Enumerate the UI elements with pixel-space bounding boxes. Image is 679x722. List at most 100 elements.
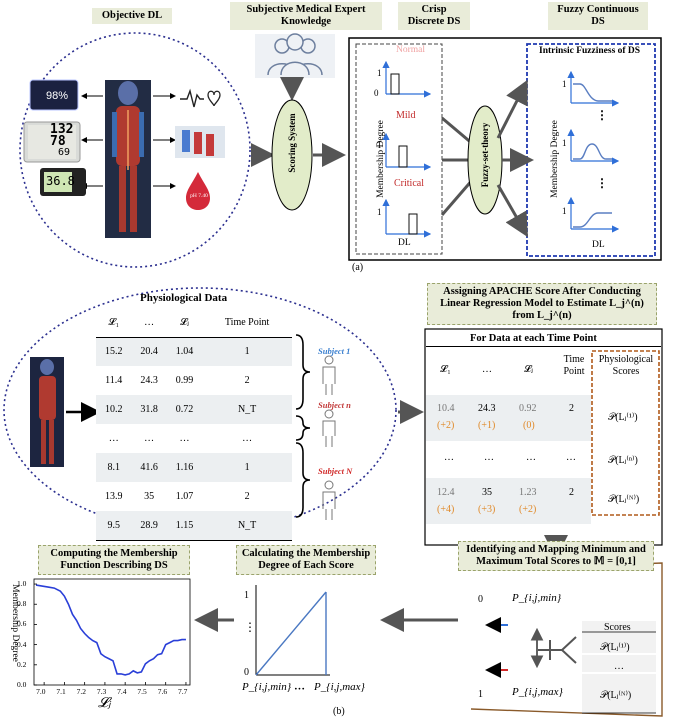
- phys-cell: 15.2: [96, 337, 132, 366]
- mapping-score: 𝒫(Lⱼ⁽ᴺ⁾): [600, 690, 632, 701]
- calc-x-min: P_{i,j,min}: [242, 681, 292, 693]
- phys-cell: 9.5: [96, 511, 132, 541]
- mapping-one: 1: [478, 689, 483, 700]
- mf-series-line: [35, 584, 186, 676]
- apache-header: Physiological Scores: [598, 354, 654, 377]
- mf-xtick-label: 7.0: [36, 687, 46, 696]
- apache-cell: 2: [569, 487, 574, 498]
- mapping-p-max: P_{i,j,max}: [512, 686, 563, 698]
- calc-one: 1: [244, 590, 249, 601]
- objective-dl-label: Objective DL: [92, 8, 172, 24]
- panel-b-graphics: [3, 287, 663, 717]
- phys-cell: 41.6: [131, 453, 167, 482]
- apache-cell: 𝒫(Lⱼ⁽ᴺ⁾): [608, 494, 640, 505]
- apache-cell: …: [444, 452, 454, 463]
- mf-ytick-label: 0.0: [17, 680, 27, 689]
- subject-N-icon: [322, 480, 336, 520]
- calc-x-dots: ···: [294, 683, 306, 695]
- phys-cell: 0.72: [166, 395, 203, 424]
- apache-cell: …: [526, 452, 536, 463]
- mf-xtick-label: 7.5: [137, 687, 147, 696]
- phys-header: 𝓛ⱼ: [166, 308, 203, 338]
- fuzzy-plot-critical: [567, 196, 620, 233]
- fuzzy-ds-box: [526, 43, 656, 257]
- crisp-mild-one: 1: [377, 140, 382, 150]
- fuzzy-ylabel: Membership Degree: [550, 120, 560, 198]
- phys-cell: N_T: [202, 395, 292, 424]
- apache-header: Time Point: [563, 354, 585, 377]
- mapping-title: Identifying and Mapping Minimum and Maxi…: [458, 541, 654, 571]
- mapping-score: 𝒫(Lⱼ⁽¹⁾): [600, 642, 630, 653]
- phys-cell: …: [166, 424, 203, 453]
- panel-a-graphics: [19, 32, 662, 268]
- phys-cell: 8.1: [96, 453, 132, 482]
- apache-score: (0): [523, 420, 535, 431]
- mf-title: Computing the Membership Function Descri…: [38, 545, 190, 575]
- calc-title: Calculating the Membership Degree of Eac…: [236, 545, 376, 575]
- mapping-score: …: [614, 661, 624, 672]
- fuzzy-plot-normal: [567, 70, 620, 107]
- mapping-scores-table: [582, 621, 656, 713]
- crisp-ylabel: Membership Degree: [376, 120, 386, 198]
- mf-ytick-label: 0.6: [17, 619, 27, 629]
- phys-cell: 13.9: [96, 482, 132, 511]
- apache-cell: 35: [482, 487, 492, 498]
- phys-cell: …: [131, 424, 167, 453]
- apache-cell: …: [484, 452, 494, 463]
- phys-cell: 1.04: [166, 337, 203, 366]
- fuzzy-xlabel: DL: [592, 240, 605, 250]
- apache-cell: 𝒫(Lⱼ⁽¹⁾): [608, 412, 638, 423]
- subject-N-label: Subject N: [318, 466, 353, 476]
- fuzzy-critical-one: 1: [562, 206, 567, 216]
- apache-title: Assigning APACHE Score After Conducting …: [427, 283, 657, 325]
- phys-cell: 1: [202, 453, 292, 482]
- phys-cell: 0.99: [166, 366, 203, 395]
- calc-dots: ⋮: [244, 620, 256, 634]
- phys-cell: …: [96, 424, 132, 453]
- ph-blood-drop-icon: [186, 172, 210, 210]
- fuzzy-normal-one: 1: [562, 79, 567, 89]
- apache-cell: 10.4: [437, 403, 455, 414]
- phys-cell: …: [202, 424, 292, 453]
- apache-header: 𝓛ⱼ: [524, 364, 534, 375]
- temperature-value: 36.8: [46, 174, 75, 188]
- phys-cell: 2: [202, 482, 292, 511]
- crisp-critical-one: 1: [377, 207, 382, 217]
- subject-1-label: Subject 1: [318, 346, 351, 356]
- crisp-xlabel: DL: [398, 238, 411, 248]
- mf-xtick-label: 7.2: [76, 687, 87, 696]
- phys-cell: 1: [202, 337, 292, 366]
- mf-ytick-label: 0.4: [17, 639, 27, 649]
- critical-label: Critical: [394, 178, 424, 189]
- scoring-system-ellipse: [271, 99, 313, 211]
- bp-diastolic: 78: [50, 134, 66, 149]
- fuzzy-dots-2: ⋮: [596, 176, 608, 190]
- apache-score: (+4): [437, 504, 455, 515]
- phys-cell: 2: [202, 366, 292, 395]
- membership-function-chart: [33, 578, 191, 686]
- heartbeat-icon: [180, 88, 221, 108]
- phys-cell: 20.4: [131, 337, 167, 366]
- crisp-ds-label: Crisp Discrete DS: [398, 2, 470, 30]
- mapping-scores-header: Scores: [604, 622, 631, 633]
- physiological-data-table: 𝓛₁ … 𝓛ⱼ Time Point 15.2 20.4 1.04 1 11.4…: [96, 308, 292, 541]
- mf-xtick-label: 7.6: [157, 687, 168, 696]
- crisp-ds-box: [355, 43, 443, 255]
- mf-ytick-label: 0.8: [17, 599, 27, 609]
- membership-linear-plot: [255, 585, 330, 676]
- physiological-data-ellipse: [3, 287, 397, 533]
- thermometer-icon: [40, 168, 86, 196]
- ds-outer-box: [348, 37, 662, 261]
- subject-n-label: Subject n: [318, 400, 351, 410]
- phys-cell: 11.4: [96, 366, 132, 395]
- mf-ytick-label: 0.2: [17, 659, 27, 669]
- fuzzy-dots-1: ⋮: [596, 108, 608, 122]
- blood-pressure-monitor-icon: [23, 121, 81, 163]
- mf-xtick-label: 7.1: [56, 687, 66, 696]
- phys-cell: 1.07: [166, 482, 203, 511]
- spo2-value: 98%: [46, 90, 69, 102]
- calc-x-max: P_{i,j,max}: [314, 681, 365, 693]
- phys-cell: 31.8: [131, 395, 167, 424]
- intrinsic-fuzziness-label: Intrinsic Fuzziness of DS: [539, 46, 641, 56]
- bp-systolic: 132: [50, 122, 74, 137]
